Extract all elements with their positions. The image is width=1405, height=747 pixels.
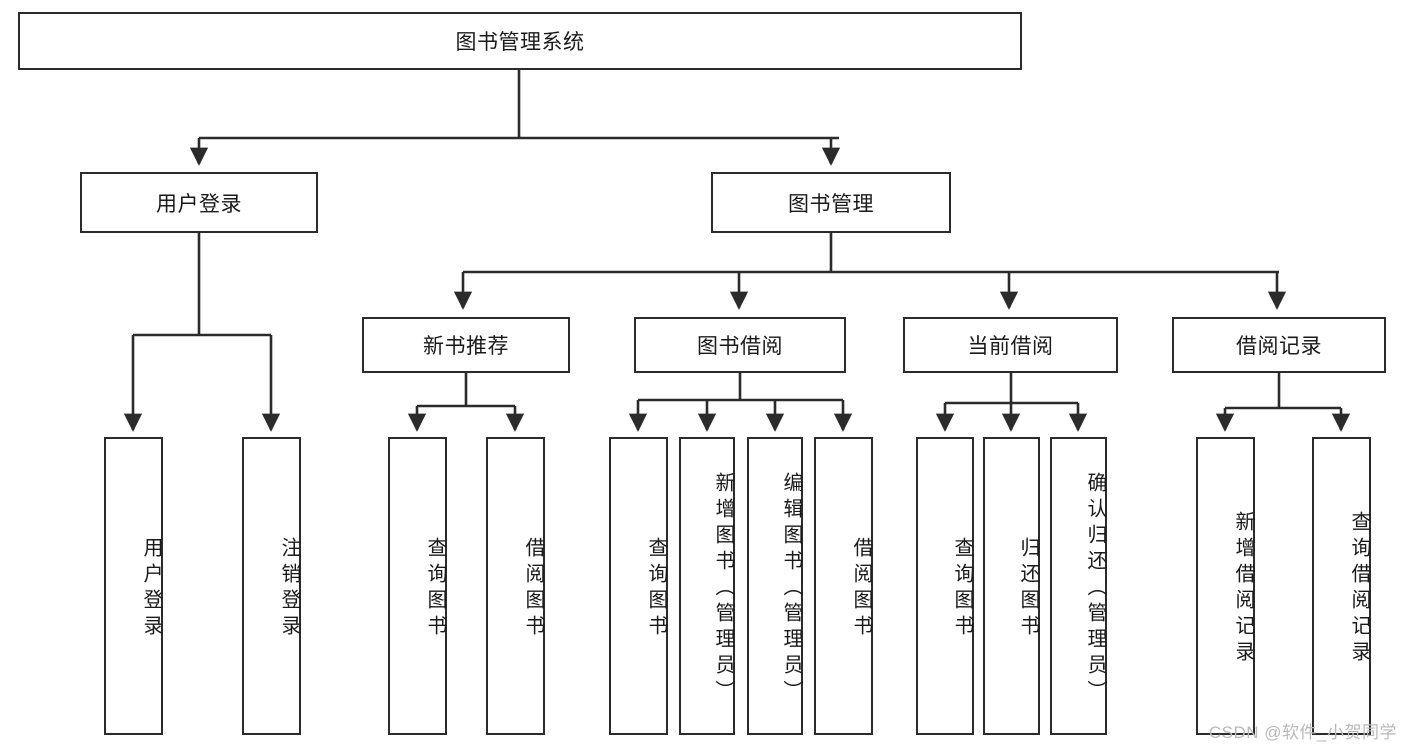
node-label: 借阅记录: [1236, 335, 1322, 358]
leaf-borrow-record-query-record[interactable]: 查询借阅记录: [1312, 437, 1371, 735]
leaf-current-borrow-confirm-return-admin[interactable]: 确认归还（管理员）: [1050, 437, 1107, 735]
node-label: 借阅图书: [522, 537, 544, 641]
node-label: 查询图书: [951, 537, 973, 641]
leaf-current-borrow-query-book[interactable]: 查询图书: [916, 437, 974, 735]
leaf-borrow-record-add-record[interactable]: 新增借阅记录: [1196, 437, 1255, 735]
node-label: 归还图书: [1017, 537, 1039, 641]
leaf-new-book-query-book[interactable]: 查询图书: [388, 437, 447, 735]
node-label: 用户登录: [156, 192, 242, 216]
leaf-book-borrow-query-book[interactable]: 查询图书: [609, 437, 668, 735]
node-label: 查询图书: [645, 537, 667, 641]
node-label: 用户登录: [140, 537, 162, 641]
node-new-book-recommend[interactable]: 新书推荐: [362, 317, 570, 373]
node-label: 查询图书: [424, 537, 446, 641]
node-label: 图书管理系统: [455, 31, 585, 54]
node-label: 图书借阅: [697, 335, 783, 358]
leaf-user-login-logout[interactable]: 注销登录: [242, 437, 301, 735]
leaf-book-borrow-edit-book-admin[interactable]: 编辑图书（管理员）: [747, 437, 803, 735]
node-current-borrow[interactable]: 当前借阅: [903, 317, 1118, 373]
node-book-management[interactable]: 图书管理: [711, 172, 951, 233]
node-label: 新书推荐: [423, 335, 509, 358]
leaf-user-login-login[interactable]: 用户登录: [104, 437, 163, 735]
node-label: 新增图书（管理员）: [712, 472, 734, 706]
node-label: 新增借阅记录: [1232, 511, 1254, 667]
node-label: 图书管理: [788, 192, 874, 216]
node-label: 当前借阅: [967, 335, 1054, 358]
node-borrow-record[interactable]: 借阅记录: [1172, 317, 1386, 373]
watermark-text: CSDN @软件_小贺同学: [1208, 723, 1397, 742]
node-book-borrow[interactable]: 图书借阅: [634, 317, 846, 373]
node-label: 编辑图书（管理员）: [780, 472, 802, 706]
node-label: 注销登录: [278, 537, 300, 641]
node-label: 查询借阅记录: [1348, 511, 1370, 667]
node-user-login[interactable]: 用户登录: [80, 172, 318, 233]
node-label: 借阅图书: [850, 537, 872, 641]
leaf-new-book-borrow-book[interactable]: 借阅图书: [486, 437, 545, 735]
node-label: 确认归还（管理员）: [1084, 472, 1106, 706]
leaf-book-borrow-add-book-admin[interactable]: 新增图书（管理员）: [679, 437, 735, 735]
node-root-book-management-system[interactable]: 图书管理系统: [18, 12, 1022, 70]
leaf-current-borrow-return-book[interactable]: 归还图书: [983, 437, 1040, 735]
leaf-book-borrow-borrow-book[interactable]: 借阅图书: [814, 437, 873, 735]
